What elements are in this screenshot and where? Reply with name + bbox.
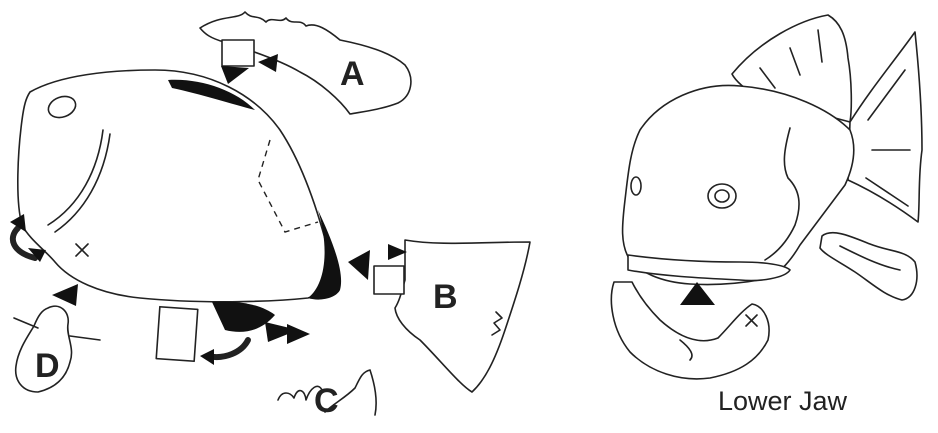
label-c: C <box>314 382 339 420</box>
rotation-arrowhead-bottom <box>200 349 214 365</box>
label-d: D <box>35 347 60 385</box>
fish-body <box>623 85 854 284</box>
label-a: A <box>340 55 365 93</box>
fish-illustration: Lower Jaw <box>611 15 922 416</box>
bone-d: D <box>14 284 100 392</box>
pectoral-fin <box>820 233 917 300</box>
bone-c: C <box>278 370 376 420</box>
label-b: B <box>433 278 458 316</box>
bone-b: B <box>348 240 530 392</box>
jaw-arrow <box>680 282 715 305</box>
tail-fin <box>848 32 922 222</box>
articulation-bottom <box>212 302 275 332</box>
caption-lower-jaw: Lower Jaw <box>718 386 848 416</box>
